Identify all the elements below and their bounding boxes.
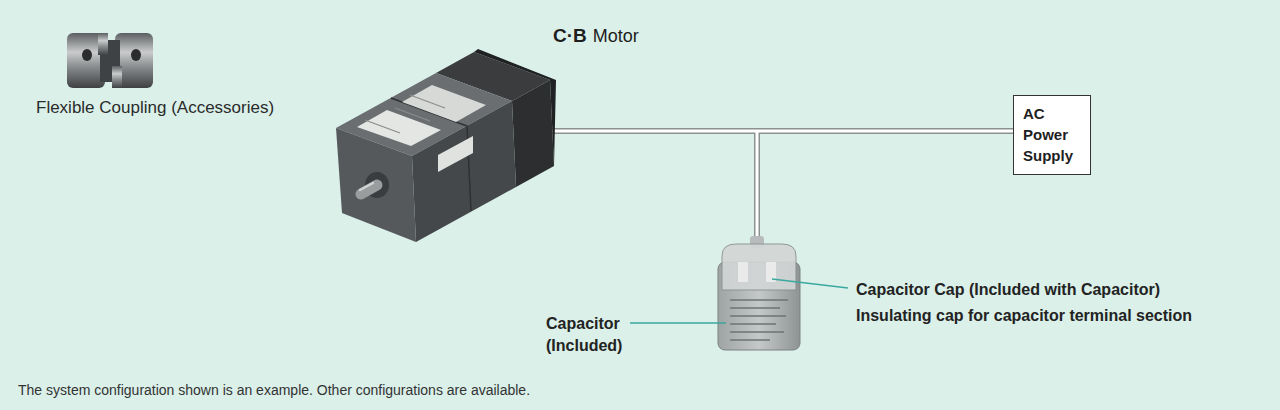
cb-motor-part	[357, 110, 441, 146]
power-wire-part	[520, 131, 1013, 244]
cb-motor-part	[402, 85, 486, 122]
cb-motor-part	[438, 136, 473, 172]
product-name: Motor	[593, 25, 639, 48]
flexible-coupling-part	[82, 49, 92, 61]
cb-motor-part	[336, 128, 416, 242]
product-series: C·B	[553, 24, 587, 48]
power-wire	[520, 131, 1013, 244]
flexible-coupling	[67, 33, 153, 88]
cb-motor-part	[365, 95, 445, 133]
capacitor	[718, 236, 800, 350]
power-wire-part	[520, 131, 1013, 244]
cb-motor-part	[360, 183, 373, 190]
leader-line	[630, 322, 726, 324]
power-supply-box: AC Power Supply	[1013, 95, 1091, 175]
flexible-coupling-part	[112, 66, 122, 88]
footnote: The system configuration shown is an exa…	[18, 381, 530, 399]
part-label: Capacitor (Included)	[546, 313, 622, 357]
cb-motor-part	[512, 80, 554, 187]
capacitor-part	[730, 300, 788, 340]
motor-title: C·B Motor	[553, 24, 639, 48]
capacitor-part	[722, 244, 796, 290]
flexible-coupling-part	[98, 33, 108, 55]
part-label: Capacitor Cap (Included with Capacitor)	[856, 280, 1160, 300]
cb-motor-part	[412, 101, 516, 242]
capacitor-part	[738, 262, 748, 282]
box-label: AC Power Supply	[1023, 103, 1073, 166]
part-description: Insulating cap for capacitor terminal se…	[856, 306, 1192, 326]
flexible-coupling-part	[131, 49, 141, 61]
accessory-label: Flexible Coupling (Accessories)	[36, 97, 274, 118]
leader-lines	[772, 279, 848, 288]
cb-motor	[336, 49, 556, 242]
leader-lines-part	[772, 279, 848, 288]
